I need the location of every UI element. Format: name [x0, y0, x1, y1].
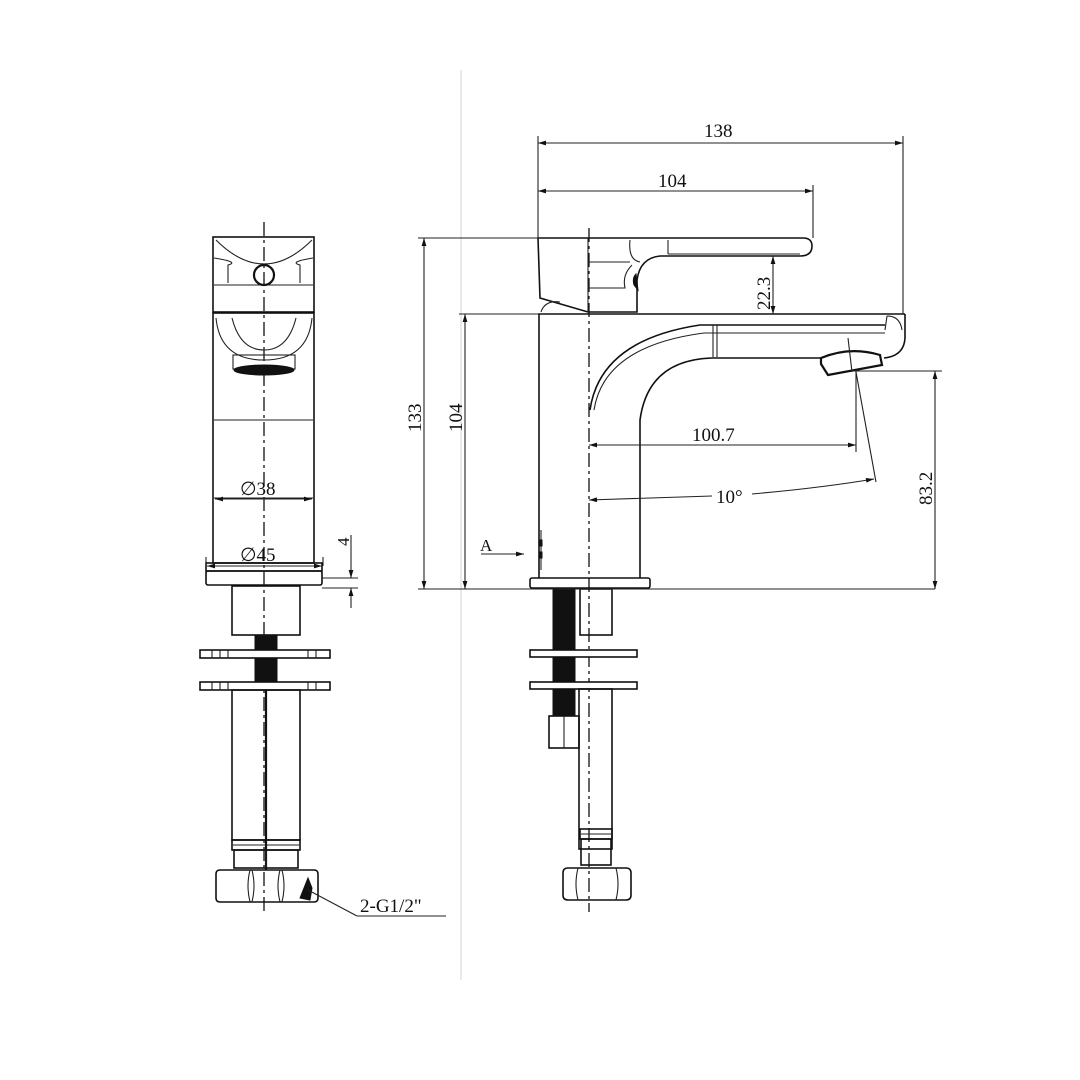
side-mounting — [529, 588, 638, 866]
dim-base-diameter: ∅45 — [240, 545, 276, 566]
dim-outlet-height: 83.2 — [916, 472, 937, 505]
side-handle — [537, 237, 813, 313]
dim-base-thickness: 4 — [334, 537, 353, 546]
side-base — [529, 577, 651, 589]
front-hex-nuts — [215, 869, 319, 903]
spout-aerator — [819, 350, 884, 377]
dim-overall-height: 133 — [405, 404, 426, 433]
handle-screw-icon — [252, 263, 276, 287]
front-shank — [199, 585, 331, 691]
side-view: 138 104 22.3 133 104 100.7 — [405, 121, 942, 912]
side-hex-nut — [562, 867, 632, 901]
dim-body-diameter: ∅38 — [240, 479, 276, 500]
front-handle — [212, 236, 315, 313]
dim-overall-length: 138 — [704, 121, 733, 142]
side-dimensions: 138 104 22.3 133 104 100.7 — [405, 121, 942, 590]
front-dimensions: ∅38 ∅45 4 2-G1/2" — [207, 479, 446, 917]
callout-connection: 2-G1/2" — [360, 896, 422, 917]
front-hoses — [231, 689, 301, 870]
dim-body-height: 104 — [446, 403, 467, 432]
dim-spout-reach: 100.7 — [692, 425, 735, 446]
view-marker-label: A — [480, 536, 493, 555]
aerator-outlet — [233, 364, 295, 376]
front-view: ∅38 ∅45 4 2-G1/2" — [199, 222, 446, 917]
dim-spout-angle: 10° — [716, 487, 743, 508]
side-body-spout — [538, 313, 906, 578]
dim-handle-gap: 22.3 — [754, 277, 775, 310]
dim-handle-length: 104 — [658, 171, 687, 192]
